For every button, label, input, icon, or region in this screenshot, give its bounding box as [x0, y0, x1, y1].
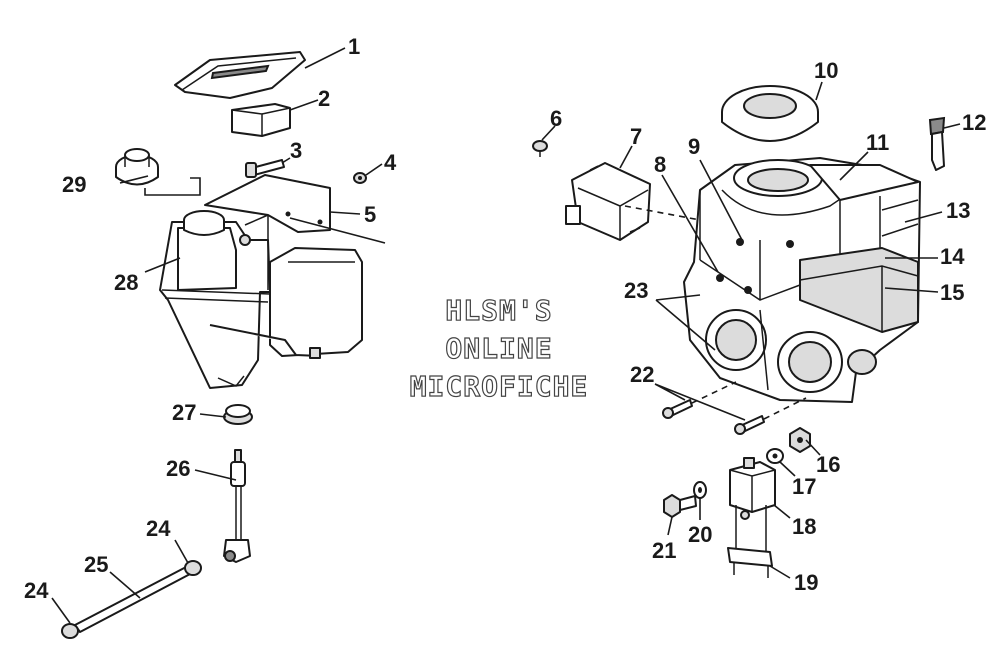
- part-24-clamp-upper: [184, 560, 202, 576]
- cap-leader-line: [144, 177, 201, 196]
- module-dash-line: [624, 205, 701, 221]
- callout-15: 15: [940, 280, 964, 305]
- watermark-line-3: MICROFICHE: [410, 370, 589, 403]
- part-18-bracket: [729, 457, 776, 555]
- callout-5: 5: [364, 202, 376, 227]
- callout-4: 4: [384, 150, 397, 175]
- bolt-dash-line-left: [691, 381, 737, 404]
- part-3-bolt: [245, 159, 285, 178]
- part-29-cap: [115, 148, 159, 186]
- callout-18: 18: [792, 514, 816, 539]
- callout-16: 16: [816, 452, 840, 477]
- callout-25: 25: [84, 552, 108, 577]
- part-7-module: [565, 162, 651, 241]
- part-1-cover: [174, 51, 306, 99]
- part-4-nut: [353, 172, 367, 184]
- callout-8: 8: [654, 152, 666, 177]
- callout-3: 3: [290, 138, 302, 163]
- callout-7: 7: [630, 124, 642, 149]
- part-22-bolt-right: [734, 415, 765, 435]
- part-2-block: [231, 103, 291, 137]
- part-24-clamp-lower: [61, 623, 79, 639]
- part-10-foam-ring: [721, 85, 819, 142]
- callout-28: 28: [114, 270, 138, 295]
- airbox-body: [683, 157, 921, 403]
- part-17-washer: [766, 448, 784, 464]
- callout-23: 23: [624, 278, 648, 303]
- callout-14: 14: [940, 244, 965, 269]
- callout-26: 26: [166, 456, 190, 481]
- callout-13: 13: [946, 198, 970, 223]
- part-26-pickup: [223, 449, 251, 563]
- part-27-grommet: [223, 404, 253, 425]
- callout-6: 6: [550, 106, 562, 131]
- callout-24-lower: 24: [24, 578, 49, 603]
- callout-12: 12: [962, 110, 986, 135]
- part-22-bolt-left: [662, 399, 693, 419]
- part-16-nut: [789, 427, 811, 453]
- watermark: HLSM'S ONLINE MICROFICHE: [409, 293, 589, 403]
- bolt-dash-line-right: [763, 397, 807, 420]
- callout-22: 22: [630, 362, 654, 387]
- callout-19: 19: [794, 570, 818, 595]
- watermark-line-1: HLSM'S: [445, 294, 552, 327]
- callout-11: 11: [866, 130, 889, 155]
- part-21-bolt: [663, 494, 697, 518]
- part-12-clip: [928, 116, 946, 171]
- callout-2: 2: [318, 86, 330, 111]
- callout-10: 10: [814, 58, 838, 83]
- callout-9: 9: [688, 134, 700, 159]
- callout-17: 17: [792, 474, 816, 499]
- watermark-line-2: ONLINE: [445, 332, 552, 365]
- part-5-reservoir: [204, 174, 386, 387]
- callout-29: 29: [62, 172, 86, 197]
- leader-lines: [51, 47, 961, 624]
- callout-1: 1: [348, 34, 360, 59]
- callout-27: 27: [172, 400, 196, 425]
- part-6-pin: [532, 140, 548, 157]
- callout-24-upper: 24: [146, 516, 171, 541]
- part-28-tank: [159, 210, 271, 389]
- callout-20: 20: [688, 522, 712, 547]
- part-19-strap: [727, 547, 773, 578]
- callout-21: 21: [652, 538, 676, 563]
